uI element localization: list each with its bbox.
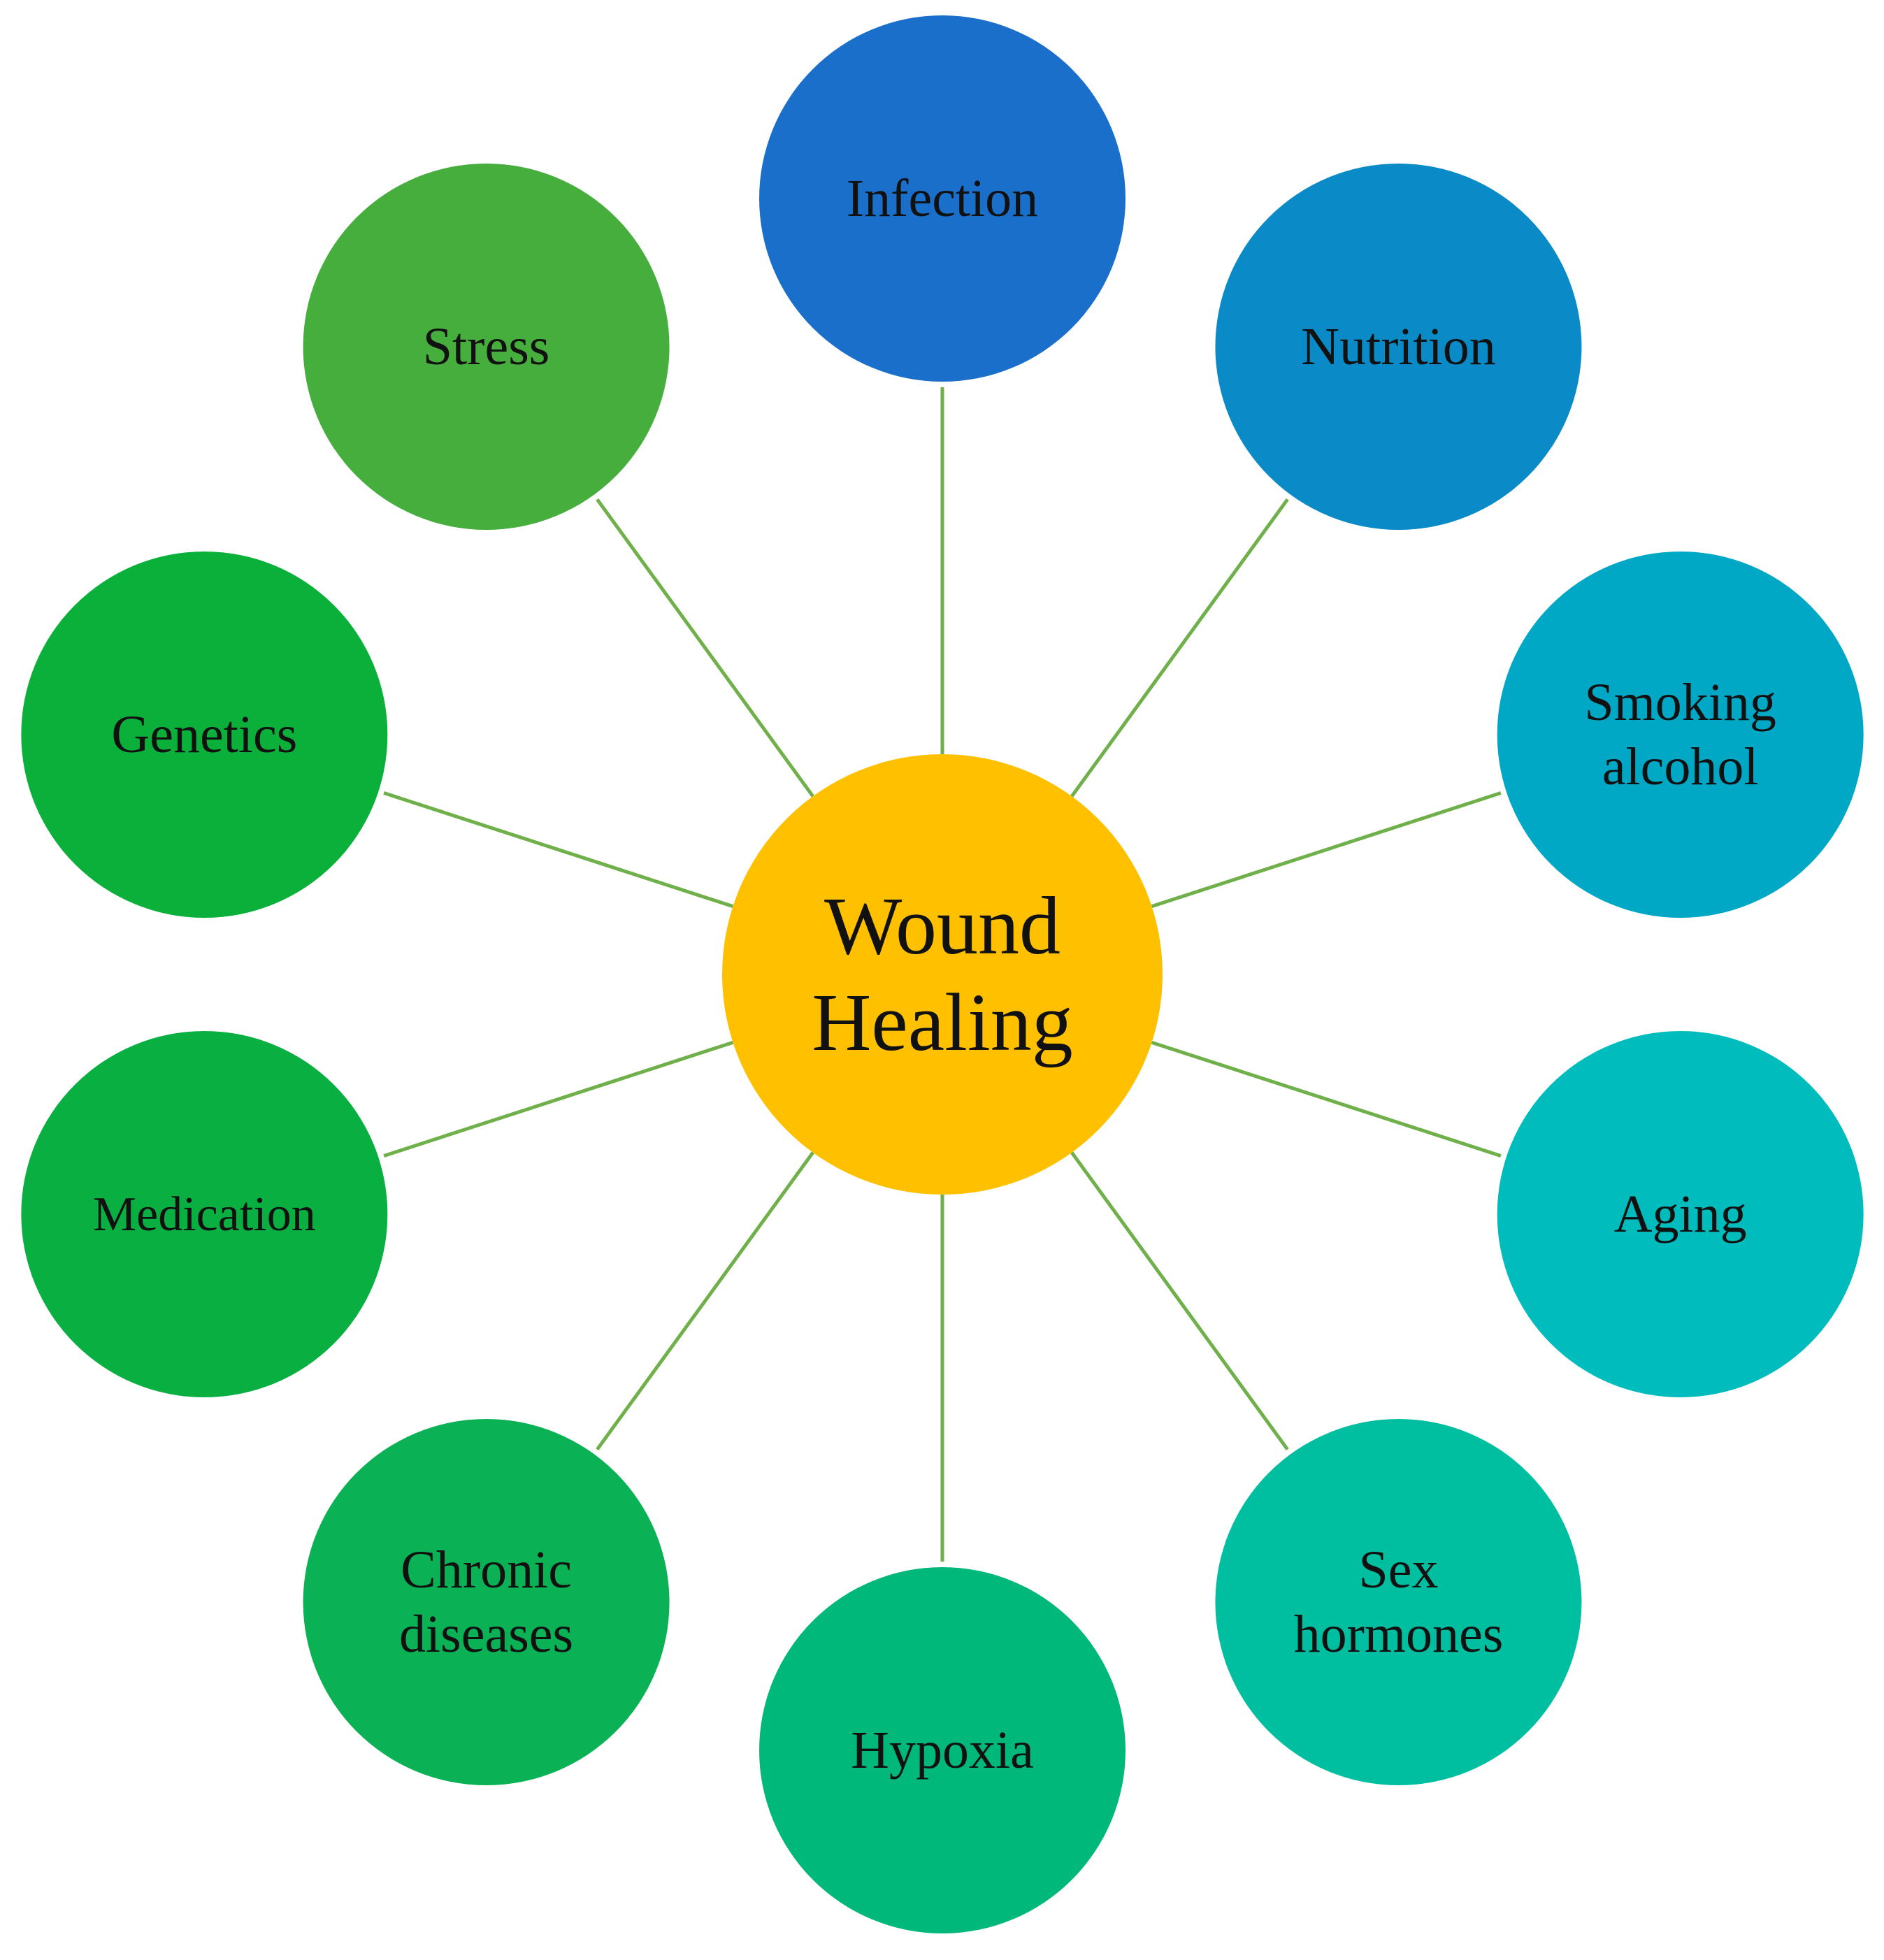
factor-node-hypoxia: Hypoxia <box>759 1567 1126 1933</box>
factor-label-aging-line-1: Aging <box>1614 1185 1747 1244</box>
factor-circle-smoking-alcohol <box>1497 551 1864 918</box>
factor-label-nutrition: Nutrition <box>1301 317 1496 376</box>
factor-label-sex-hormones-line-2: hormones <box>1294 1605 1504 1664</box>
factor-label-genetics-line-1: Genetics <box>111 705 297 764</box>
factor-node-infection: Infection <box>759 15 1126 382</box>
connector-medication <box>383 1040 734 1158</box>
connector-chronic-diseases <box>596 1151 814 1451</box>
connector-stress <box>596 498 814 798</box>
factor-node-sex-hormones: Sex hormones <box>1215 1419 1582 1786</box>
factor-circle-infection <box>759 15 1126 382</box>
factor-circle-chronic-diseases <box>303 1419 670 1786</box>
factor-node-stress: Stress <box>303 163 670 530</box>
factor-label-aging: Aging <box>1614 1185 1747 1244</box>
factor-circle-nutrition <box>1215 163 1582 530</box>
factor-label-smoking-alcohol-line-1: Smoking <box>1584 673 1776 732</box>
center-circle <box>722 754 1163 1195</box>
factor-circle-medication <box>21 1031 388 1398</box>
factor-label-stress: Stress <box>423 317 550 376</box>
factor-label-chronic-diseases: Chronic diseases <box>399 1541 573 1664</box>
center-label-line-2: Healing <box>812 977 1073 1068</box>
factor-node-medication: Medication <box>21 1031 388 1398</box>
factor-node-nutrition: Nutrition <box>1215 163 1582 530</box>
factor-label-chronic-diseases-line-1: Chronic <box>401 1541 572 1599</box>
factor-label-hypoxia: Hypoxia <box>851 1721 1034 1780</box>
factor-circle-aging <box>1497 1031 1864 1398</box>
factor-label-chronic-diseases-line-2: diseases <box>399 1605 573 1664</box>
factor-node-chronic-diseases: Chronic diseases <box>303 1419 670 1786</box>
connector-sex-hormones <box>1070 1151 1289 1451</box>
factor-circle-hypoxia <box>759 1567 1126 1933</box>
factor-label-genetics: Genetics <box>111 705 297 764</box>
factor-label-nutrition-line-1: Nutrition <box>1301 317 1496 376</box>
connector-nutrition <box>1070 498 1289 798</box>
factor-node-genetics: Genetics <box>21 551 388 918</box>
factor-label-medication-line-1: Medication <box>93 1188 316 1241</box>
factor-circle-genetics <box>21 551 388 918</box>
factor-label-smoking-alcohol-line-2: alcohol <box>1602 737 1759 796</box>
center-label-line-1: Wound <box>824 880 1060 972</box>
factor-circle-sex-hormones <box>1215 1419 1582 1786</box>
connector-aging <box>1151 1040 1502 1158</box>
factor-label-infection-line-1: Infection <box>847 169 1038 228</box>
factor-label-infection: Infection <box>847 169 1038 228</box>
factor-circle-stress <box>303 163 670 530</box>
factor-label-sex-hormones: Sex hormones <box>1294 1541 1504 1664</box>
factor-label-sex-hormones-line-1: Sex <box>1358 1541 1438 1599</box>
factor-label-hypoxia-line-1: Hypoxia <box>851 1721 1034 1780</box>
connector-smoking-alcohol <box>1151 791 1502 909</box>
connector-genetics <box>383 791 734 909</box>
factor-label-stress-line-1: Stress <box>423 317 550 376</box>
factor-label-medication: Medication <box>93 1188 316 1241</box>
factor-node-aging: Aging <box>1497 1031 1864 1398</box>
connector-lines <box>383 387 1502 1562</box>
